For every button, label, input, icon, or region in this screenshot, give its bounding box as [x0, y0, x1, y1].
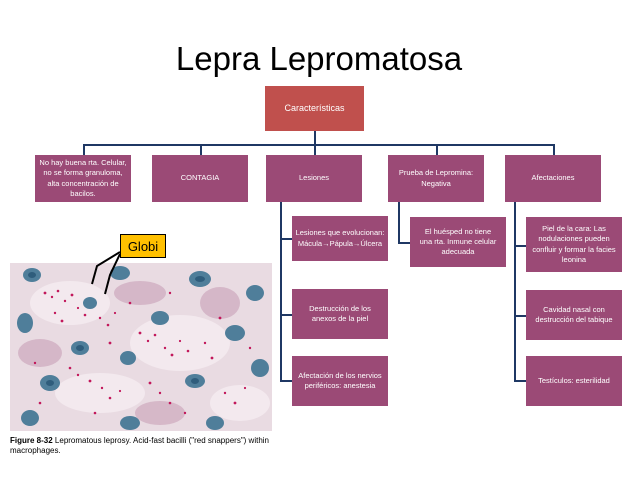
node-cavidad-nasal: Cavidad nasal con destrucción del tabiqu…: [526, 290, 622, 340]
connector: [314, 131, 316, 145]
connector: [314, 144, 316, 155]
node-prueba-lepromina: Prueba de Lepromina: Negativa: [388, 155, 484, 202]
root-node: Características: [265, 86, 364, 131]
connector: [83, 144, 554, 146]
connector: [398, 202, 400, 244]
node-contagia: CONTAGIA: [152, 155, 248, 202]
connector: [514, 245, 526, 247]
connector: [280, 238, 292, 240]
figure-caption: Figure 8-32 Lepromatous leprosy. Acid-fa…: [10, 436, 310, 456]
connector: [280, 202, 282, 382]
connector: [514, 380, 526, 382]
connector: [280, 314, 292, 316]
connector: [83, 144, 85, 155]
node-afectacion-nervios: Afectación de los nervios periféricos: a…: [292, 356, 388, 406]
node-lesiones: Lesiones: [266, 155, 362, 202]
node-destruccion-anexos: Destrucción de los anexos de la piel: [292, 289, 388, 339]
connector: [436, 144, 438, 155]
connector: [200, 144, 202, 155]
micrograph-image: [10, 263, 272, 431]
figure-caption-text: Lepromatous leprosy. Acid-fast bacilli (…: [10, 436, 269, 455]
node-respuesta-celular: No hay buena rta. Celular, no se forma g…: [35, 155, 131, 202]
connector: [514, 202, 516, 382]
figure-number: Figure 8-32: [10, 436, 53, 445]
connector: [398, 242, 410, 244]
slide-title: Lepra Lepromatosa: [175, 40, 463, 77]
node-afectaciones: Afectaciones: [505, 155, 601, 202]
connector: [553, 144, 555, 155]
node-piel-cara: Piel de la cara: Las nodulaciones pueden…: [526, 217, 622, 272]
globi-callout: Globi: [120, 234, 166, 258]
connector: [280, 380, 292, 382]
node-huesped: El huésped no tiene una rta. Inmune celu…: [410, 217, 506, 267]
node-testiculos: Testículos: esterilidad: [526, 356, 622, 406]
connector: [514, 315, 526, 317]
node-lesiones-evolucion: Lesiones que evolucionan: Mácula→Pápula→…: [292, 216, 388, 261]
